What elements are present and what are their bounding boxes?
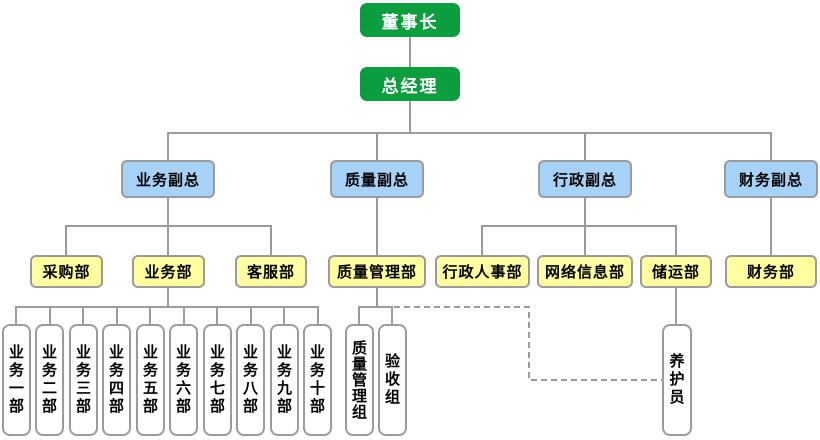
node-chairman: 董事长 — [360, 3, 460, 37]
node-dept-quality-management: 质量管理部 — [328, 255, 426, 288]
node-vp-quality: 质量副总 — [330, 160, 424, 198]
node-quality-management-group: 质量管理组 — [345, 324, 374, 436]
node-business-unit-3: 业务三部 — [69, 324, 98, 436]
node-business-unit-6: 业务六部 — [169, 324, 198, 436]
node-business-unit-10: 业务十部 — [303, 324, 332, 436]
node-dept-network-info: 网络信息部 — [537, 255, 633, 288]
node-business-unit-4: 业务四部 — [102, 324, 131, 436]
node-business-unit-9: 业务九部 — [270, 324, 299, 436]
node-business-unit-2: 业务二部 — [35, 324, 64, 436]
node-vp-admin: 行政副总 — [538, 160, 632, 198]
node-vp-finance: 财务副总 — [724, 160, 818, 198]
solid-connectors — [15, 37, 772, 324]
node-business-unit-1: 业务一部 — [2, 324, 31, 436]
node-dept-business: 业务部 — [132, 255, 205, 288]
node-dept-admin-hr: 行政人事部 — [435, 255, 530, 288]
node-business-unit-8: 业务八部 — [236, 324, 265, 436]
node-dept-purchasing: 采购部 — [30, 255, 103, 288]
node-maintenance-staff: 养护员 — [662, 324, 692, 436]
dashed-connector — [394, 306, 662, 381]
node-business-unit-7: 业务七部 — [203, 324, 232, 436]
node-dept-customer-service: 客服部 — [235, 255, 307, 288]
node-general-manager: 总经理 — [360, 67, 460, 101]
node-acceptance-group: 验收组 — [378, 324, 407, 436]
node-vp-business: 业务副总 — [121, 160, 215, 198]
node-dept-finance: 财务部 — [725, 255, 817, 288]
node-business-unit-5: 业务五部 — [136, 324, 165, 436]
node-dept-storage-transport: 储运部 — [640, 255, 712, 288]
